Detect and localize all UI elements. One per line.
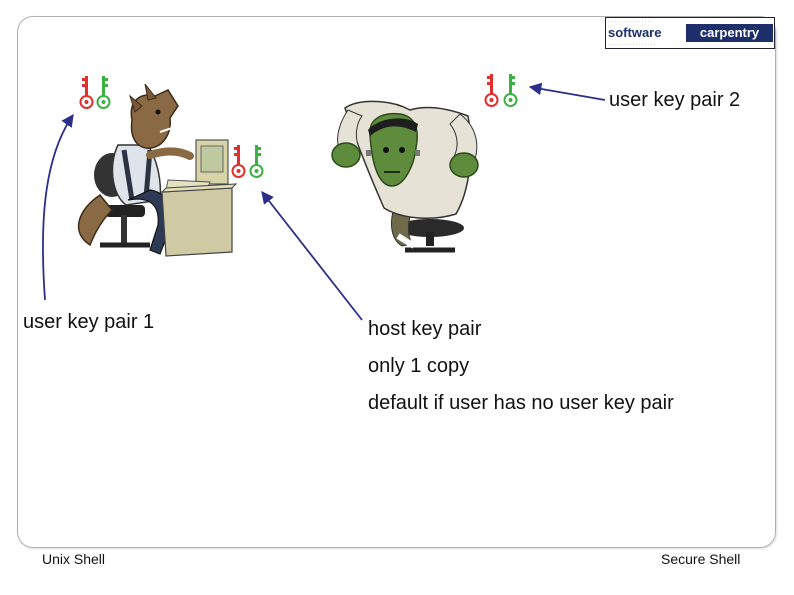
- logo-word-software: software: [608, 26, 683, 40]
- user-key-pair-2-icon: [484, 73, 518, 107]
- host-key-pair-icon: [231, 144, 264, 178]
- label-only-one-copy: only 1 copy: [368, 355, 470, 377]
- arrow-user-key-pair-1: [42, 113, 74, 301]
- logo-word-carpentry: carpentry: [686, 24, 773, 42]
- monster-illustration: [331, 100, 479, 253]
- arrow-user-key-pair-2: [528, 82, 606, 101]
- user-key-pair-1-icon: [79, 75, 111, 109]
- label-default-note: default if user has no user key pair: [368, 392, 674, 414]
- footer-right: Secure Shell: [661, 551, 741, 567]
- label-host-key-pair: host key pair: [368, 318, 482, 340]
- wolf-at-computer-illustration: [77, 83, 238, 257]
- arrow-host-key-pair: [261, 191, 363, 321]
- software-carpentry-logo: · · · · · · · · · · · · · · · · software…: [605, 17, 775, 49]
- slide-frame: [17, 16, 776, 548]
- label-user-key-pair-1: user key pair 1: [23, 311, 155, 333]
- footer-left: Unix Shell: [42, 551, 106, 567]
- label-user-key-pair-2: user key pair 2: [609, 89, 741, 111]
